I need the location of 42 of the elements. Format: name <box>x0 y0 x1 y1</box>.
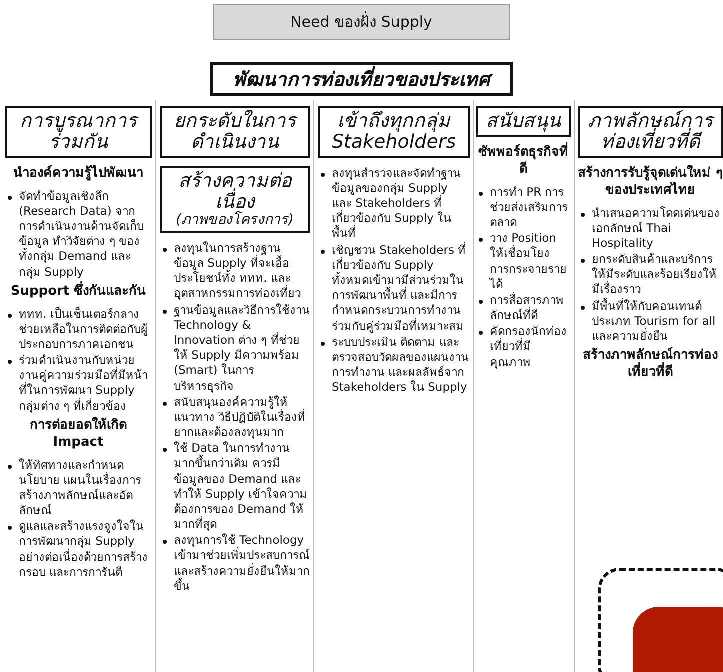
bullet-text: เชิญชวน Stakeholders ที่เกี่ยวข้องกับ Supply ทั้งหมดเข้ามามีส่วนร่วมในการพัฒนาพื้นที่ และมีการกำหนดกระบวนการทำงานร่วมกับคู่ร่วมมือที่เหมาะสม <box>332 242 468 334</box>
heading-box <box>160 106 310 158</box>
bullet-text: ลงทุนการใช้ Technology เข้ามาช่วยเพิ่มประสบการณ์และสร้างความยั่งยืนให้มากขึ้น <box>174 533 310 594</box>
bullet-text: ระบบประเมิน ติดตาม และตรวจสอบวัดผลของแผนงาน การทำงาน และผลลัพธ์จาก Stakeholders ใน Supply <box>332 334 470 396</box>
bullet-text: ใช้ Data ในการทำงานมากขึ้นกว่าเดิม ควรมีข้อมูลของ Demand และทำให้ Supply เข้าใจความต้องการของ Demand ให้มากที่สุด <box>174 441 308 532</box>
bullet-text: ร่วมดำเนินงานกับหน่วยงานคู่ความร่วมมือที่มีหน้าที่ในการพัฒนา Supply กลุ่มต่าง ๆ ที่เกี่ยวข้อง <box>19 353 149 414</box>
dashed-box <box>598 568 723 672</box>
heading-text: เข้าถึงทุกกลุ่ม Stakeholders <box>330 111 458 153</box>
heading-text: ยกระดับในการดำเนินงาน <box>173 111 299 153</box>
heading-box <box>5 106 152 158</box>
bullet-text: ดูแลและสร้างแรงจูงใจในการพัฒนากลุ่ม Supply อย่างต่อเนื่องด้วยการสร้างกรอบ และการการันตี <box>19 519 149 580</box>
bullet-text: ฐานข้อมูลและวิธีการใช้งาน Technology & Innovation ต่าง ๆ ที่ช่วยให้ Supply มีความพร้อม (Smart) ในการบริหารธุรกิจ <box>174 302 310 394</box>
heading-box <box>476 106 571 137</box>
bullet-text: ให้ทิศทางและกำหนดนโยบาย แผนในเรื่องการสร้างภาพลักษณ์และอัตลักษณ์ <box>19 458 143 518</box>
bullet-text: การทำ PR การช่วยส่งเสริมการตลาด <box>490 184 569 230</box>
bullet-text: คัดกรองนักท่องเที่ยวที่มีคุณภาพ <box>490 324 568 370</box>
bullet-text: นำเสนอความโดดเด่นของเอกลักษณ์ Thai Hospitality <box>592 206 721 252</box>
heading-box <box>160 166 310 233</box>
bullet-text: ลงทุนในการสร้างฐานข้อมูล Supply ที่จะเอื้อประโยชน์ทั้ง ททท. และอุตสาหกรรมการท่องเที่ยว <box>174 240 302 302</box>
bullet-text: มีพื้นที่ให้กับคอนเทนต์ประเภท Tourism for all และความยั่งยืน <box>592 298 717 344</box>
bullet-text: ลงทุนสำรวจและจัดทำฐานข้อมูลของกลุ่ม Supply และ Stakeholders ที่เกี่ยวข้องกับ Supply ในพื้นที่ <box>332 166 462 242</box>
bullet-text: สนับสนุนองค์ความรู้ให้แนวทาง วิธีปฏิบัติในเรื่องที่ยากและต้องลงทุนมาก <box>174 394 307 440</box>
bullet-text: วาง Position ให้เชื่อมโยงการกระจายรายได้ <box>490 231 568 292</box>
heading-text: สนับสนุน <box>485 111 562 132</box>
section-heading: ซัพพอร์ตธุรกิจที่ดี <box>478 144 570 179</box>
section-heading: Support ซึ่งกันและกัน <box>10 284 148 301</box>
heading-text: สร้างความต่อเนื่อง <box>178 170 294 213</box>
section-heading: การต่อยอดให้เกิด Impact <box>29 418 128 452</box>
heading-text: การบูรณาการร่วมกัน <box>19 111 140 153</box>
bullet-text: จัดทำข้อมูลเชิงลึก (Research Data) จากการดำเนินงานด้านจัดเก็บข้อมูล ทำวิจัยต่าง ๆ ของทั้งกลุ่ม Demand และกลุ่ม Supply <box>19 188 145 280</box>
title-banner: พัฒนาการท่องเที่ยวของประเทศ <box>210 62 513 96</box>
heading-box <box>318 106 470 158</box>
bullet-text: ยกระดับสินค้าและบริการให้มีระดับและร้อยเรียงให้มีเรื่องราว <box>592 252 718 298</box>
section-heading: นำองค์ความรู้ไปพัฒนา <box>12 166 144 183</box>
subheading-text: (ภาพของโครงการ) <box>175 212 295 228</box>
bullet-text: การสื่อสารภาพลักษณ์ที่ดี <box>490 292 565 324</box>
section-heading: สร้างภาพลักษณ์การท่องเที่ยวที่ดี <box>582 348 719 382</box>
bullet-text: ททท. เป็นเซ็นเตอร์กลางช่วยเหลือในการติดต่อกับผู้ประกอบการภาคเอกชน <box>19 306 149 352</box>
header-box: Need ของฝั่ง Supply <box>213 4 510 40</box>
heading-box <box>578 106 723 158</box>
heading-text: ภาพลักษณ์การท่องเที่ยวที่ดี <box>587 111 716 153</box>
section-heading: สร้างการรับรู้จุดเด่นใหม่ ๆ ของประเทศไทย <box>578 166 723 200</box>
